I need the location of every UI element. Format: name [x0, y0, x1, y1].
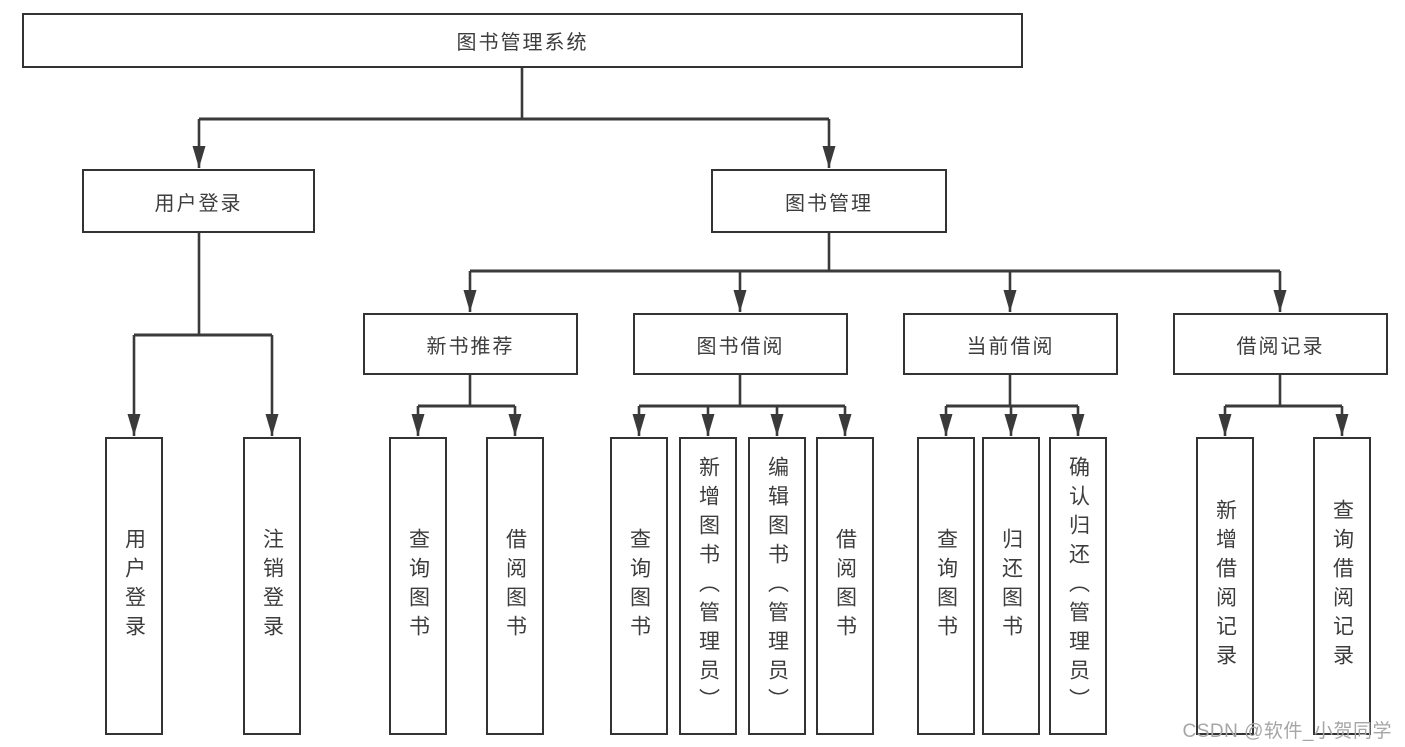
leaf-bb-add: 新增图书（管理员）	[679, 437, 737, 735]
leaf-bb-borrow: 借阅图书	[816, 437, 874, 735]
node-book-mgmt: 图书管理	[711, 169, 947, 233]
leaf-logout: 注销登录	[243, 437, 301, 735]
leaf-nbr-query: 查询图书	[389, 437, 447, 735]
leaf-bb-edit: 编辑图书（管理员）	[748, 437, 806, 735]
node-borrow-record: 借阅记录	[1173, 313, 1388, 375]
leaf-br-add: 新增借阅记录	[1196, 437, 1254, 735]
leaf-cb-confirm: 确认归还（管理员）	[1049, 437, 1107, 735]
leaf-br-query: 查询借阅记录	[1313, 437, 1371, 735]
node-book-borrow: 图书借阅	[633, 313, 848, 375]
leaf-bb-query: 查询图书	[610, 437, 668, 735]
leaf-cb-return: 归还图书	[982, 437, 1040, 735]
leaf-cb-query: 查询图书	[917, 437, 975, 735]
leaf-user-login: 用户登录	[105, 437, 163, 735]
node-new-book-rec: 新书推荐	[363, 313, 578, 375]
node-user-login: 用户登录	[82, 169, 315, 233]
node-root: 图书管理系统	[22, 13, 1023, 68]
node-current-borrow: 当前借阅	[903, 313, 1118, 375]
csdn-watermark: CSDN @软件_小贺同学	[1182, 721, 1392, 742]
leaf-nbr-borrow: 借阅图书	[486, 437, 544, 735]
